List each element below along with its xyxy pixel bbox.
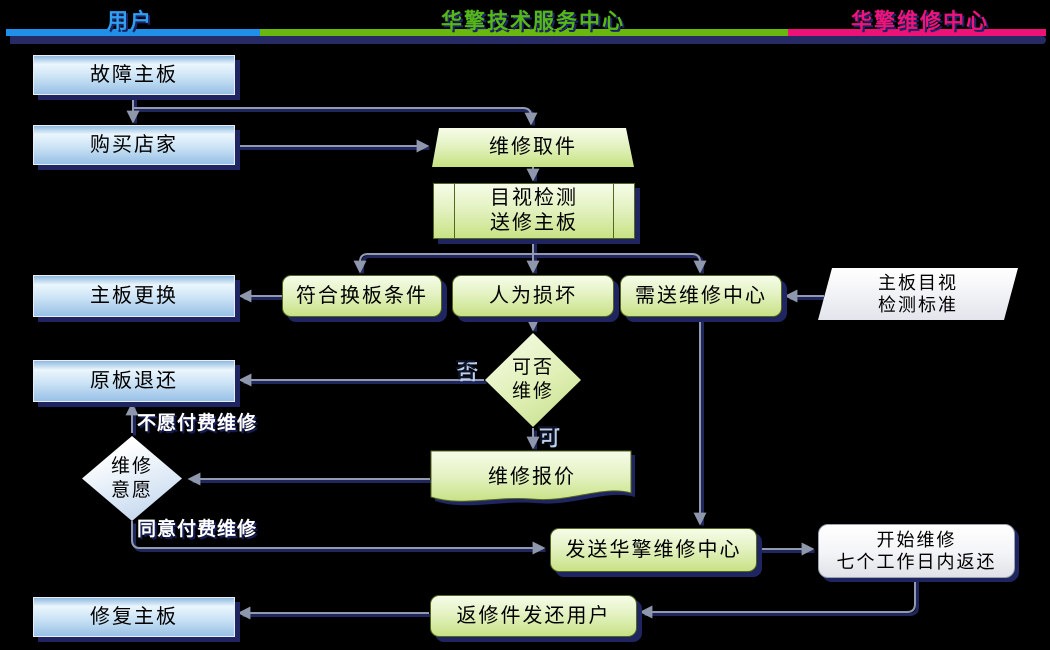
edge-label-yes: 可 bbox=[537, 425, 559, 448]
node-label: 故障主板 bbox=[90, 63, 178, 86]
node-label-line2: 意愿 bbox=[110, 479, 153, 501]
node-repair-quote: 维修报价 bbox=[432, 461, 632, 488]
node-label: 购买店家 bbox=[90, 133, 178, 156]
lane-bar-service-center bbox=[260, 29, 788, 36]
lane-bar-repair-center bbox=[788, 29, 1046, 36]
node-label: 符合换板条件 bbox=[296, 284, 428, 307]
node-send-to-repair-center: 需送维修中心 bbox=[620, 275, 782, 317]
node-board-replacement: 主板更换 bbox=[33, 275, 235, 317]
node-original-board-return: 原板退还 bbox=[33, 360, 235, 402]
node-repair-pickup: 维修取件 bbox=[432, 128, 634, 167]
lane-title-user: 用户 bbox=[107, 10, 153, 33]
edge-label-agree-to-pay: 同意付费维修 bbox=[137, 519, 258, 540]
node-label-line2: 维修 bbox=[511, 381, 554, 402]
node-label-line2: 检测标准 bbox=[878, 295, 958, 315]
lane-bar-shadow bbox=[10, 36, 1046, 44]
node-faulty-board: 故障主板 bbox=[33, 55, 235, 95]
node-label-line1: 目视检测 bbox=[490, 187, 578, 209]
node-label-line1: 维修 bbox=[110, 455, 153, 477]
node-repair-quote-shape bbox=[430, 450, 635, 506]
node-visual-standard: 主板目视 检测标准 bbox=[818, 268, 1018, 320]
node-label: 原板退还 bbox=[90, 369, 178, 392]
node-label: 人为损坏 bbox=[489, 284, 577, 307]
node-human-damage: 人为损坏 bbox=[452, 275, 614, 317]
edge-label-no: 否 bbox=[455, 359, 477, 382]
node-label-line1: 主板目视 bbox=[878, 272, 958, 293]
node-visual-inspection: 目视检测 送修主板 bbox=[433, 183, 635, 239]
node-repaired-board: 修复主板 bbox=[33, 597, 235, 637]
edge-label-unwilling-to-pay: 不愿付费维修 bbox=[137, 413, 258, 434]
node-send-to-asrock-center: 发送华擎维修中心 bbox=[550, 528, 757, 572]
node-return-item-to-user: 返修件发还用户 bbox=[430, 595, 637, 637]
node-label: 维修报价 bbox=[488, 465, 576, 488]
node-label-line1: 可否 bbox=[511, 357, 554, 379]
lane-bar-user bbox=[6, 29, 260, 36]
lane-title-repair-center: 华擎维修中心 bbox=[851, 10, 989, 33]
node-label: 需送维修中心 bbox=[635, 284, 767, 307]
node-label: 返修件发还用户 bbox=[456, 604, 611, 627]
node-start-repair: 开始维修 七个工作日内返还 bbox=[818, 524, 1015, 578]
node-purchase-store: 购买店家 bbox=[33, 125, 235, 165]
node-label-line2: 送修主板 bbox=[490, 212, 578, 234]
node-meets-replacement-criteria: 符合换板条件 bbox=[282, 275, 442, 317]
node-label: 主板更换 bbox=[90, 284, 178, 307]
node-label: 维修取件 bbox=[489, 136, 577, 158]
node-label: 修复主板 bbox=[90, 605, 178, 628]
node-label-line1: 开始维修 bbox=[876, 529, 957, 550]
node-label-line2: 七个工作日内返还 bbox=[836, 552, 997, 572]
node-label: 发送华擎维修中心 bbox=[565, 538, 742, 561]
lane-title-service-center: 华擎技术服务中心 bbox=[441, 10, 625, 33]
